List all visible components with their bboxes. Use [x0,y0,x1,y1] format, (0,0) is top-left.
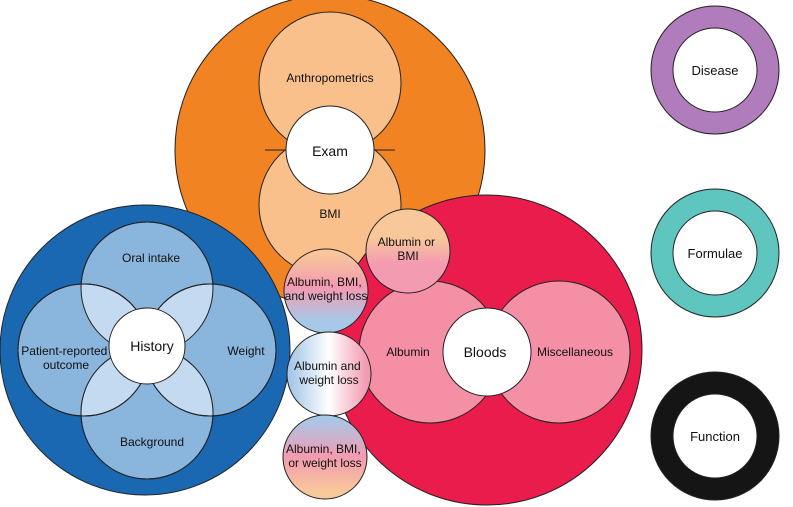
oral-intake-label: Oral intake [122,251,180,265]
bridge-group: Albumin or BMI Albumin, BMI, and weight … [282,208,451,500]
albumin-bmi-and-weight-loss-line-2: and weight loss [285,289,368,303]
albumin-bmi-or-weight-loss-line-2: or weight loss [288,456,361,470]
albumin-bmi-or-weight-loss-label: Albumin, BMI, or weight loss [286,442,364,470]
patient-reported-line-1: Patient-reported [21,344,107,358]
exam-group: Anthropometrics BMI Exam [174,0,486,306]
function-core [672,393,758,479]
exam-label: Exam [312,143,348,159]
formulae-label: Formulae [688,246,743,261]
disease-core [672,27,758,113]
history-label: History [130,338,174,354]
albumin-or-bmi-circle [365,208,451,294]
albumin-and-weight-loss-line-1: Albumin and [294,359,361,373]
exam-core-circle [285,105,375,195]
side-rings-group: Disease Formulae Function [650,5,780,501]
anthropometrics-label: Anthropometrics [286,71,373,85]
weight-label: Weight [227,344,265,358]
albumin-bmi-and-weight-loss-label: Albumin, BMI, and weight loss [285,275,368,303]
albumin-or-bmi-line-2: BMI [397,249,418,263]
patient-reported-line-2: outcome [43,358,89,372]
formulae-core [672,210,758,296]
patient-reported-label: Patient-reported outcome [21,344,110,372]
background-label: Background [120,435,184,449]
history-group: Oral intake Patient-reported outcome Wei… [0,204,291,496]
bloods-label: Bloods [464,344,507,360]
bmi-label: BMI [319,207,340,221]
albumin-bmi-or-weight-loss-line-1: Albumin, BMI, [286,442,361,456]
disease-label: Disease [692,63,739,78]
albumin-and-weight-loss-label: Albumin and weight loss [294,359,364,387]
albumin-and-weight-loss-line-2: weight loss [298,373,358,387]
albumin-bmi-and-weight-loss-line-1: Albumin, BMI, [287,275,362,289]
miscellaneous-label: Miscellaneous [537,345,613,359]
albumin-bmi-or-weight-loss-circle [282,414,368,500]
history-core-circle [108,307,186,385]
albumin-or-bmi-label: Albumin or BMI [378,235,439,263]
function-label: Function [690,429,740,444]
albumin-label: Albumin [386,345,429,359]
albumin-or-bmi-line-1: Albumin or [378,235,435,249]
bloods-core-circle [442,307,532,397]
